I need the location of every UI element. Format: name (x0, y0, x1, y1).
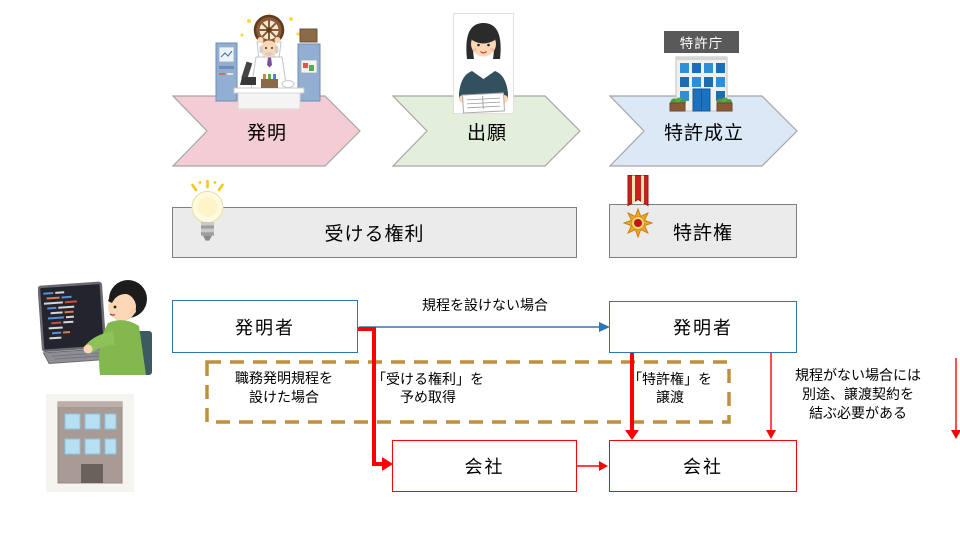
chevron-shape (609, 95, 798, 167)
patent-office-label: 特許庁 (664, 31, 739, 53)
planter-left (669, 97, 686, 112)
process-arrow-invention (172, 95, 361, 167)
office-windows (680, 63, 725, 101)
programmer-illustration (38, 280, 152, 375)
lab-desk (233, 87, 305, 94)
test-tube-rack (261, 79, 278, 88)
company-right-box: 会社 (609, 440, 797, 492)
storage-box (299, 28, 318, 43)
inventor-right-box: 発明者 (609, 301, 797, 353)
note-side-arrowhead (951, 430, 960, 439)
inventor-face (260, 40, 278, 58)
rule-case-line1: 職務発明規程を (235, 371, 333, 387)
company-building-illustration (46, 394, 134, 492)
patent-office-building-illustration (669, 56, 733, 112)
programmer-face (108, 293, 136, 321)
acquire-annotation: 「受ける権利」を 予め取得 (366, 371, 490, 407)
step-invention-label: 発明 (246, 121, 287, 144)
company-to-company-arrowhead (599, 461, 608, 471)
inventor-left-label: 発明者 (235, 317, 295, 339)
acquire-line1: 「受ける権利」を (372, 372, 484, 388)
building-door (81, 464, 103, 483)
company-right-label: 会社 (683, 457, 723, 478)
inventor-scientist-illustration (215, 13, 321, 110)
wheel-icon (253, 14, 285, 46)
code-lines (43, 291, 77, 340)
acquire-line2: 予め取得 (400, 390, 456, 406)
programmer-shirt (99, 320, 146, 375)
inventor-right-label: 発明者 (673, 318, 733, 339)
inventor-left-box: 発明者 (172, 300, 358, 353)
note-line3: 結ぶ必要がある (809, 406, 907, 422)
transfer-line1: 「特許権」を (628, 372, 712, 388)
chevron-shape (172, 95, 361, 167)
application-document (462, 92, 505, 114)
company-left-label: 会社 (464, 457, 505, 478)
medal-ribbon (627, 175, 649, 207)
transfer-line2: 譲渡 (656, 390, 684, 406)
no-rule-note-annotation: 規程がない場合には 別途、譲渡契約を 結ぶ必要がある (770, 367, 946, 424)
process-arrow-granted (609, 95, 798, 167)
receive-right-label: 受ける権利 (324, 223, 425, 245)
receive-right-box: 受ける権利 (172, 207, 577, 258)
contract-arrowhead (766, 430, 776, 439)
step-granted-label: 特許成立 (663, 121, 744, 144)
note-line2: 別途、譲渡契約を (802, 387, 914, 403)
no-rule-annotation: 規程を設けない場合 (422, 298, 548, 314)
lightbulb-icon (191, 180, 224, 241)
process-arrow-application (392, 95, 581, 167)
medal-icon (622, 175, 654, 239)
company-left-box: 会社 (392, 440, 577, 492)
note-line1: 規程がない場合には (795, 368, 921, 384)
building-windows (64, 413, 117, 455)
transfer-annotation: 「特許権」を 譲渡 (617, 371, 723, 407)
chevron-shape (392, 95, 581, 167)
woman-jacket (459, 71, 508, 99)
applicant-woman-illustration (453, 13, 514, 114)
patent-right-label: 特許権 (672, 221, 733, 244)
transfer-arrowhead (625, 430, 639, 440)
microscope-icon (240, 61, 256, 85)
rule-case-line2: 設けた場合 (249, 390, 319, 406)
planter-right (716, 97, 733, 112)
step-application-label: 出願 (466, 121, 507, 144)
rule-case-annotation: 職務発明規程を 設けた場合 (209, 370, 359, 408)
